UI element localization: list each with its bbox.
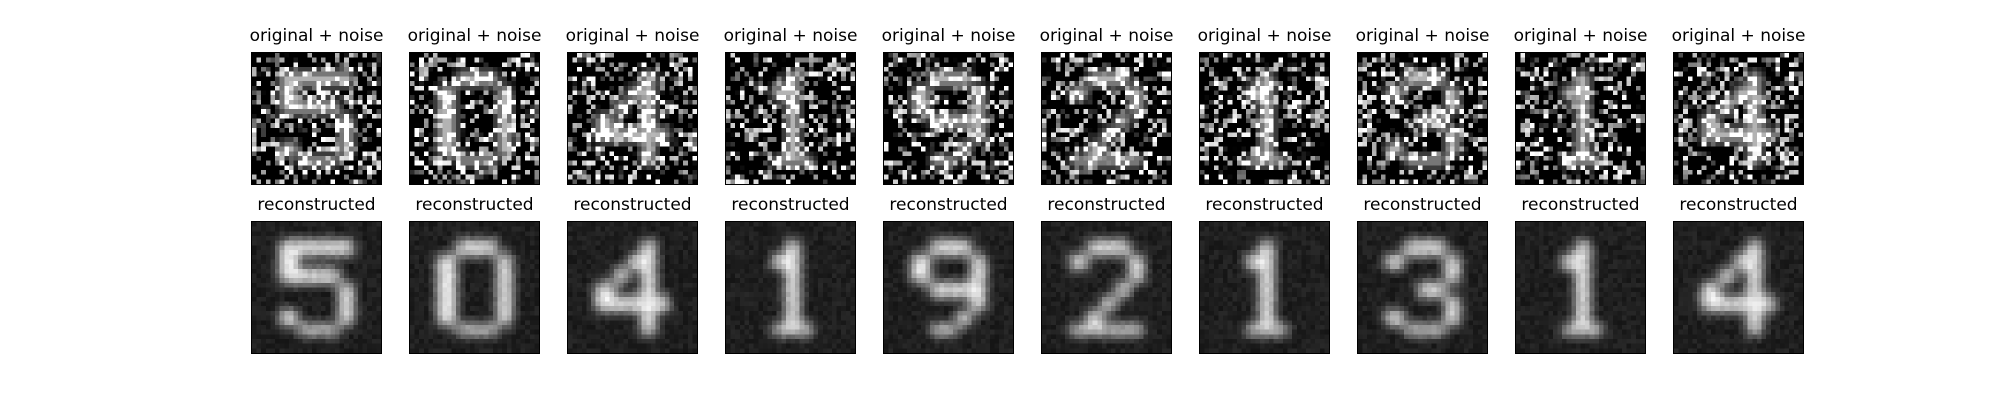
reconstructed-title: reconstructed bbox=[257, 195, 376, 215]
reconstructed-digit-image bbox=[726, 222, 855, 353]
noisy-image bbox=[251, 52, 382, 185]
noisy-title: original + noise bbox=[881, 26, 1016, 46]
reconstructed-digit-image bbox=[1358, 222, 1487, 353]
reconstructed-digit-image bbox=[1042, 222, 1171, 353]
reconstructed-title: reconstructed bbox=[1679, 195, 1798, 215]
noisy-title: original + noise bbox=[1039, 26, 1174, 46]
reconstructed-digit-image bbox=[1516, 222, 1645, 353]
reconstructed-title: reconstructed bbox=[1363, 195, 1482, 215]
noisy-image bbox=[409, 52, 540, 185]
noisy-title: original + noise bbox=[1197, 26, 1332, 46]
reconstructed-title: reconstructed bbox=[415, 195, 534, 215]
reconstructed-digit-image bbox=[1674, 222, 1803, 353]
reconstructed-image bbox=[1357, 221, 1488, 354]
noisy-image bbox=[1357, 52, 1488, 185]
noisy-digit-image bbox=[1674, 53, 1803, 184]
noisy-digit-image bbox=[252, 53, 381, 184]
noisy-title: original + noise bbox=[1513, 26, 1648, 46]
noisy-title: original + noise bbox=[723, 26, 858, 46]
reconstructed-image bbox=[409, 221, 540, 354]
reconstructed-title: reconstructed bbox=[1047, 195, 1166, 215]
reconstructed-title: reconstructed bbox=[889, 195, 1008, 215]
reconstructed-title: reconstructed bbox=[1205, 195, 1324, 215]
noisy-digit-image bbox=[568, 53, 697, 184]
reconstructed-image bbox=[567, 221, 698, 354]
noisy-image bbox=[1515, 52, 1646, 185]
noisy-digit-image bbox=[884, 53, 1013, 184]
reconstructed-image bbox=[883, 221, 1014, 354]
noisy-image bbox=[1041, 52, 1172, 185]
noisy-digit-image bbox=[726, 53, 855, 184]
reconstructed-title: reconstructed bbox=[1521, 195, 1640, 215]
noisy-title: original + noise bbox=[1355, 26, 1490, 46]
reconstructed-digit-image bbox=[568, 222, 697, 353]
noisy-digit-image bbox=[410, 53, 539, 184]
reconstructed-image bbox=[725, 221, 856, 354]
noisy-image bbox=[1199, 52, 1330, 185]
reconstructed-image bbox=[1673, 221, 1804, 354]
reconstructed-title: reconstructed bbox=[573, 195, 692, 215]
reconstructed-image bbox=[1515, 221, 1646, 354]
noisy-image bbox=[725, 52, 856, 185]
reconstructed-digit-image bbox=[252, 222, 381, 353]
noisy-title: original + noise bbox=[1671, 26, 1806, 46]
noisy-digit-image bbox=[1042, 53, 1171, 184]
noisy-image bbox=[567, 52, 698, 185]
reconstructed-digit-image bbox=[884, 222, 1013, 353]
noisy-digit-image bbox=[1200, 53, 1329, 184]
noisy-title: original + noise bbox=[407, 26, 542, 46]
noisy-title: original + noise bbox=[249, 26, 384, 46]
reconstructed-title: reconstructed bbox=[731, 195, 850, 215]
noisy-image bbox=[883, 52, 1014, 185]
reconstructed-digit-image bbox=[410, 222, 539, 353]
noisy-title: original + noise bbox=[565, 26, 700, 46]
reconstructed-digit-image bbox=[1200, 222, 1329, 353]
reconstructed-image bbox=[1199, 221, 1330, 354]
noisy-digit-image bbox=[1358, 53, 1487, 184]
reconstructed-image bbox=[1041, 221, 1172, 354]
noisy-image bbox=[1673, 52, 1804, 185]
noisy-digit-image bbox=[1516, 53, 1645, 184]
reconstructed-image bbox=[251, 221, 382, 354]
